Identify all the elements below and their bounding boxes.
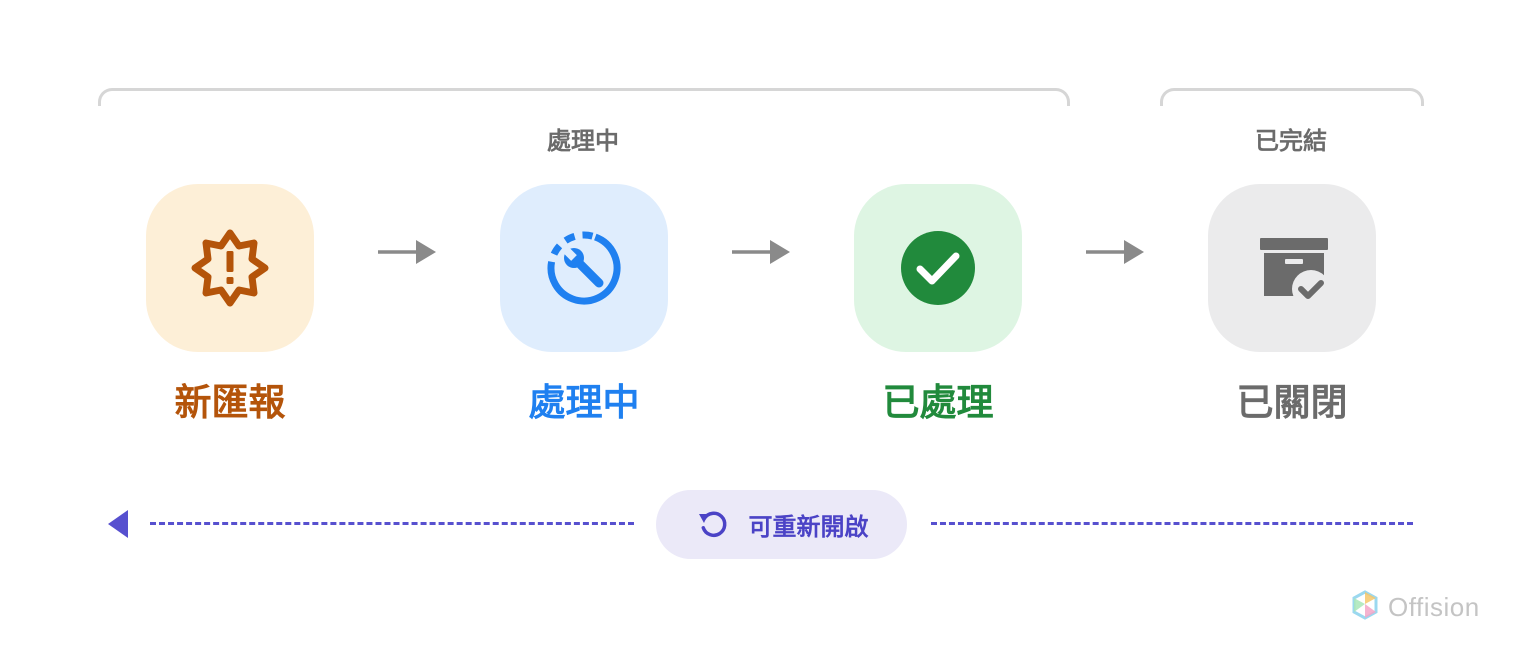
flow-arrow-icon <box>378 238 438 270</box>
processing-group-bracket <box>98 88 1070 106</box>
flow-arrow-icon <box>1086 238 1146 270</box>
reopen-badge: 可重新開啟 <box>656 490 907 559</box>
closed-group-bracket <box>1160 88 1424 106</box>
closed-group-label: 已完結 <box>1255 127 1327 155</box>
flow-arrow-icon <box>732 238 792 270</box>
processing-group-label: 處理中 <box>547 127 619 155</box>
status-tile-resolved <box>854 184 1022 352</box>
alert-badge-icon <box>190 228 270 308</box>
reopen-dashed-line-right <box>931 522 1413 525</box>
offision-logo-icon <box>1352 590 1378 624</box>
archive-check-icon <box>1252 228 1332 308</box>
brand-watermark: Offision <box>1352 590 1480 624</box>
status-label-resolved: 已處理 <box>882 381 994 424</box>
check-circle-icon <box>898 228 978 308</box>
status-label-new: 新匯報 <box>174 381 286 424</box>
wrench-progress-icon <box>544 228 624 308</box>
brand-name: Offision <box>1388 591 1480 622</box>
status-label-processing: 處理中 <box>528 381 640 424</box>
reopen-label: 可重新開啟 <box>748 513 869 541</box>
status-tile-processing <box>500 184 668 352</box>
reopen-dashed-line-left <box>150 522 634 525</box>
reopen-icon <box>695 504 733 546</box>
status-tile-new <box>146 184 314 352</box>
status-tile-closed <box>1208 184 1376 352</box>
status-label-closed: 已關閉 <box>1236 381 1348 424</box>
reopen-arrowhead-icon <box>108 510 128 538</box>
